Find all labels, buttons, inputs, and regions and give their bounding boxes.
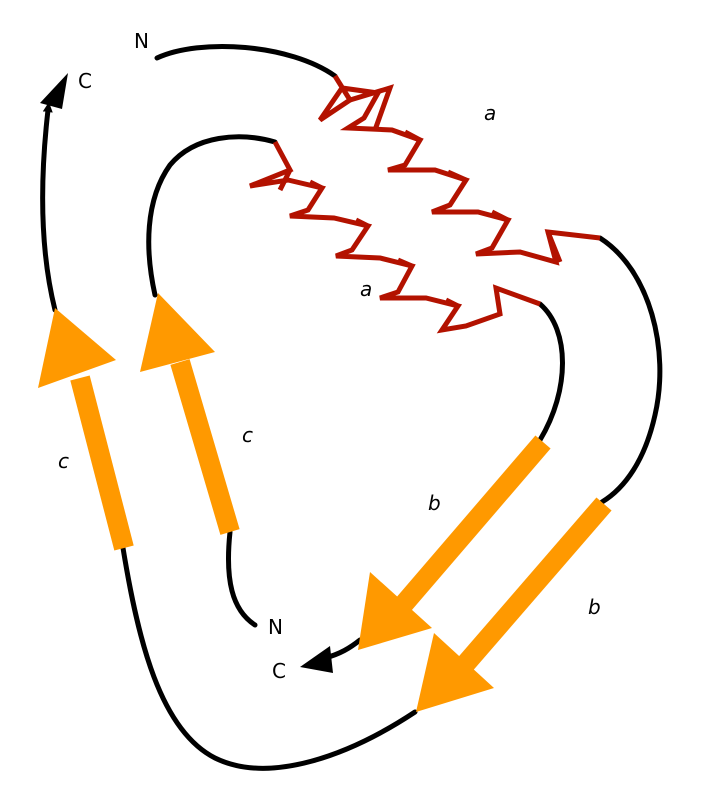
strand-b-inner [358, 435, 551, 650]
strand-c-inner [140, 293, 240, 535]
label-strand-b-outer: b [588, 595, 601, 619]
inner-c-terminus-arrowhead [300, 646, 333, 673]
label-strand-b-inner: b [428, 491, 441, 515]
outer-chain-helix-to-b-segment [597, 235, 663, 505]
inner-chain-c-to-helix-segment [146, 134, 278, 298]
outer-chain-n-segment [154, 44, 338, 79]
label-helix-outer: a [484, 101, 496, 125]
inner-chain-n-segment [225, 529, 258, 628]
outer-chain-bottom-loop [120, 545, 418, 771]
label-c-outer: C [78, 69, 92, 93]
strand-c-outer [38, 308, 134, 551]
label-n-inner: N [268, 615, 283, 639]
outer-c-terminus-arrowhead [40, 73, 68, 109]
inner-chain-helix-to-b-segment [537, 301, 565, 443]
label-strand-c-outer: c [58, 449, 69, 473]
label-helix-inner: a [360, 277, 372, 301]
helix-inner [249, 140, 541, 334]
strand-b-outer [416, 497, 612, 712]
label-n-outer: N [134, 29, 149, 53]
outer-chain-c-segment [40, 102, 58, 313]
label-strand-c-inner: c [242, 423, 253, 447]
label-c-inner: C [272, 659, 286, 683]
helix-outer [317, 74, 601, 266]
